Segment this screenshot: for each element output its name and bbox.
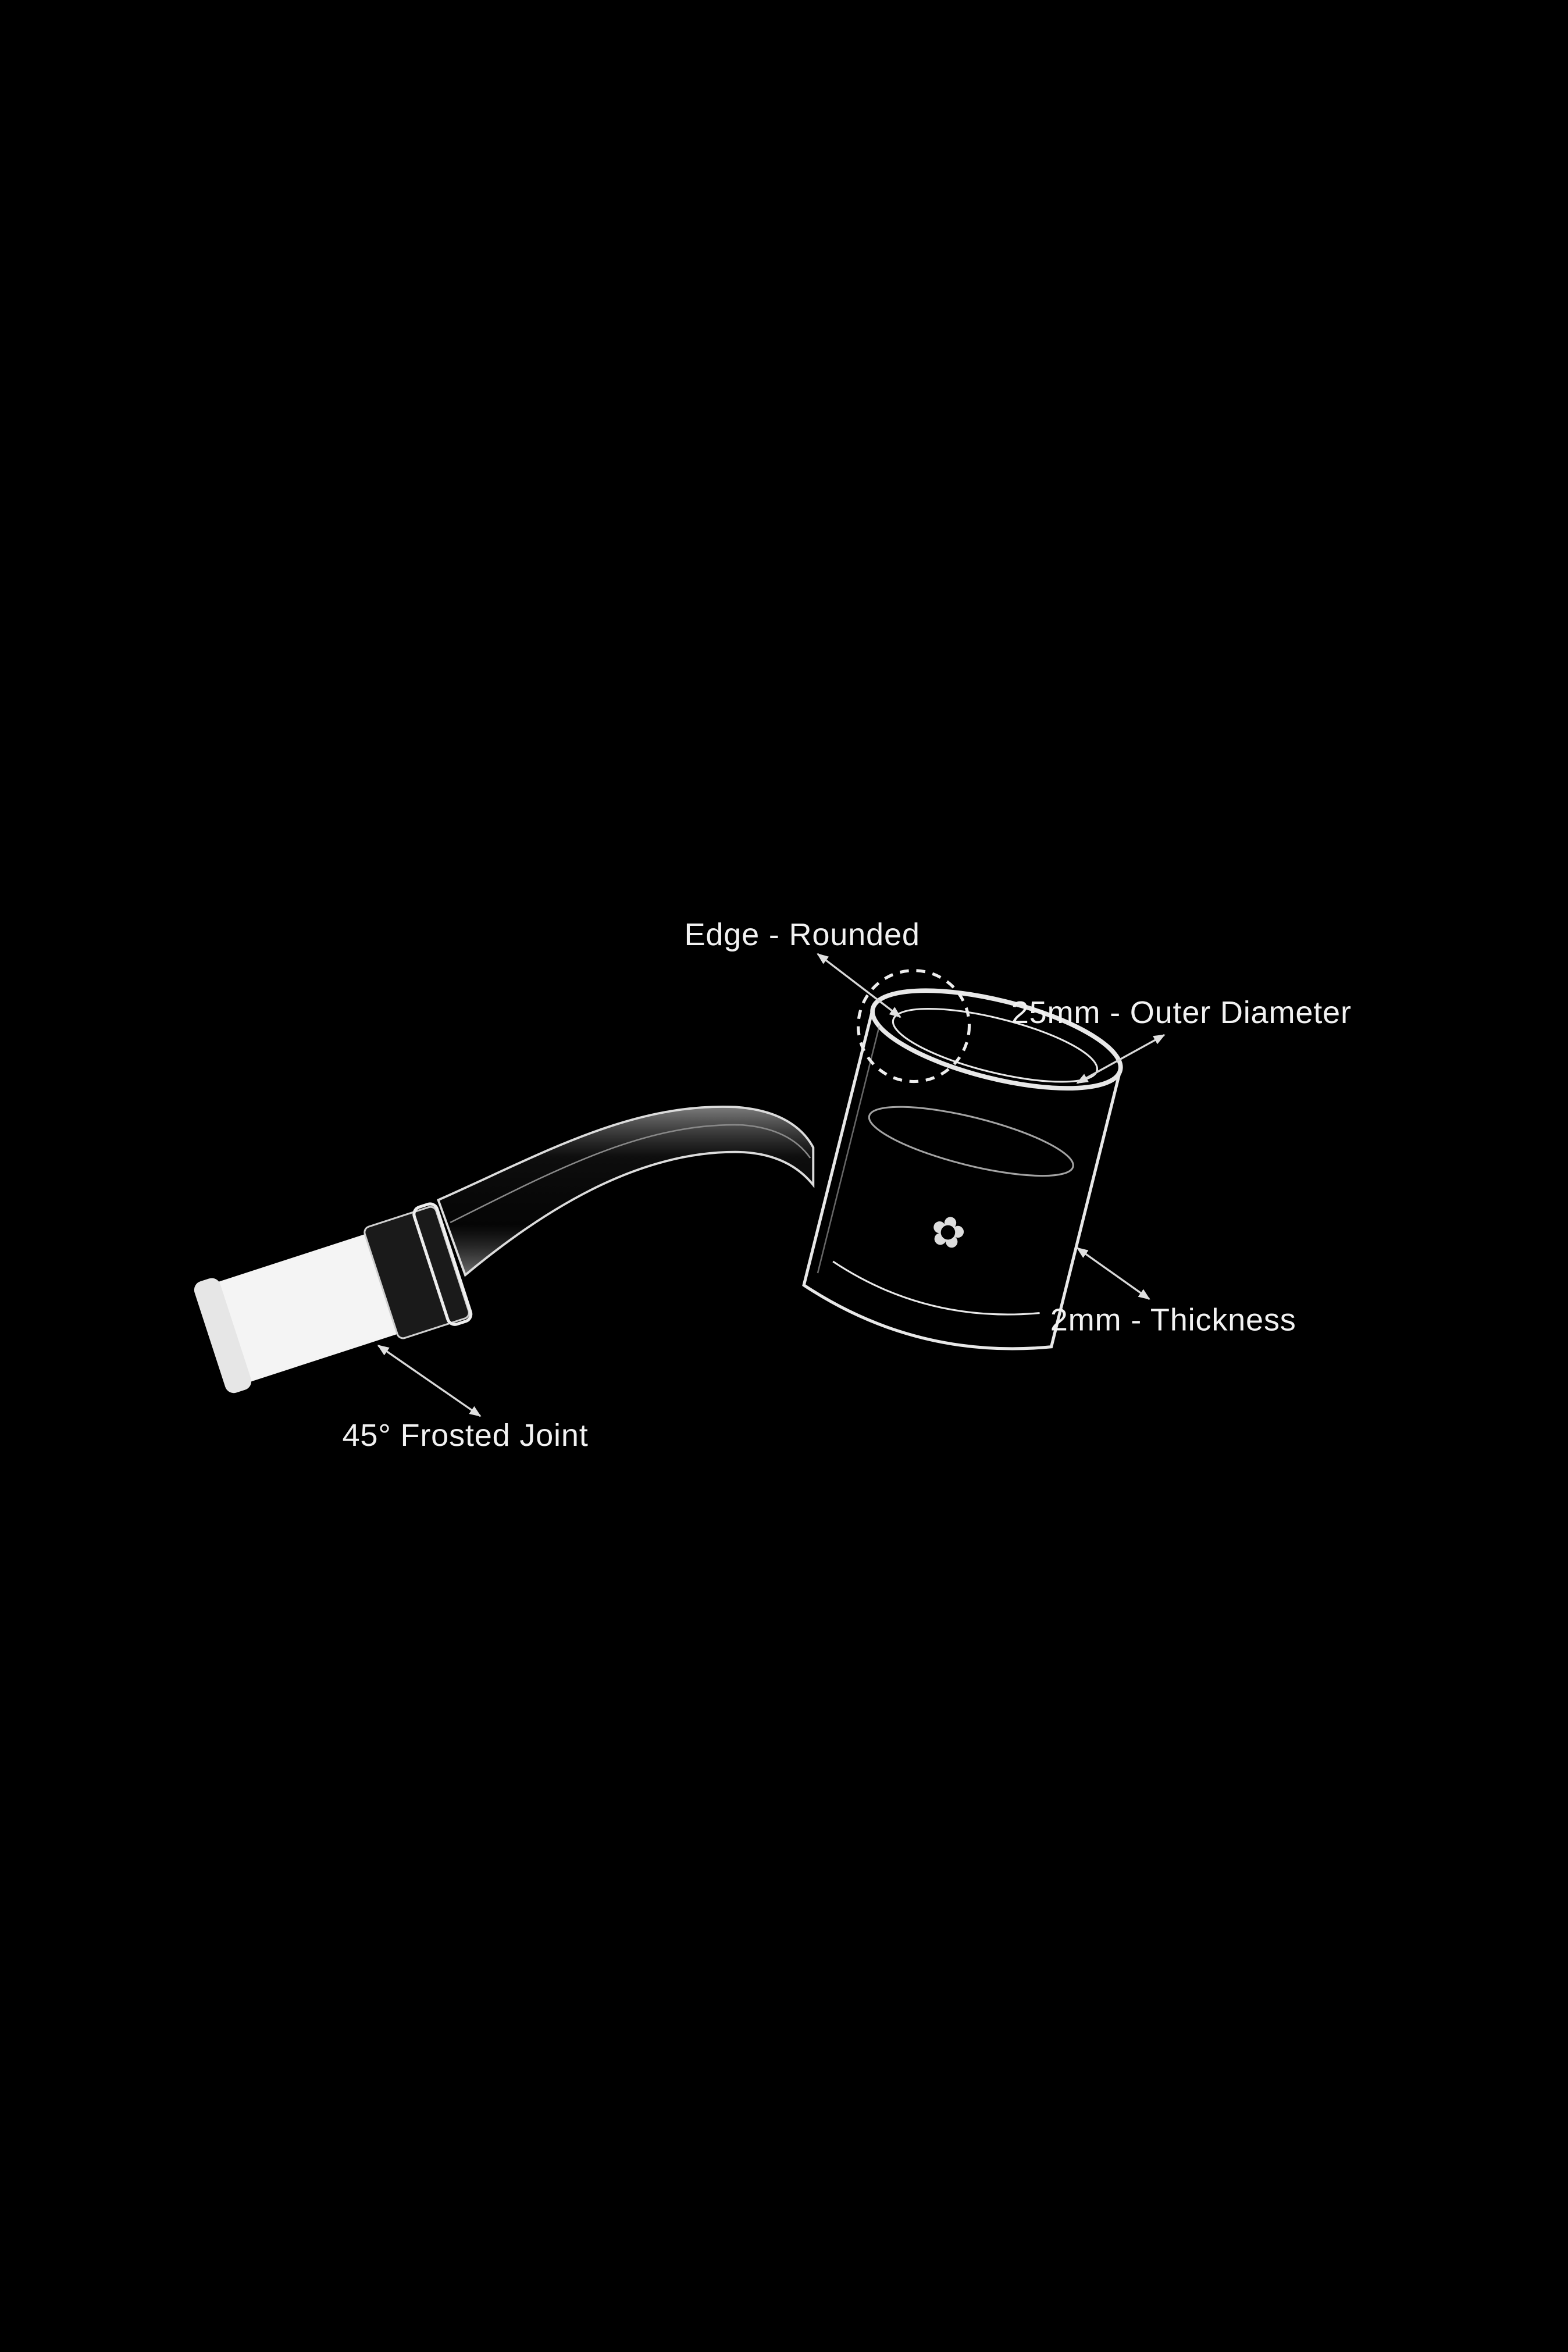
arrow-diameter — [1076, 1034, 1166, 1084]
arrow-joint — [377, 1345, 482, 1417]
frosted-joint — [210, 1230, 416, 1383]
joint-ring — [412, 1202, 473, 1326]
label-thickness: 2mm - Thickness — [1050, 1303, 1296, 1338]
arrow-thickness — [1076, 1247, 1150, 1300]
bucket-wall-highlight — [817, 1025, 881, 1274]
label-edge-rounded: Edge - Rounded — [684, 917, 920, 952]
joint-lip — [194, 1278, 252, 1394]
label-frosted-joint: 45° Frosted Joint — [342, 1418, 588, 1453]
edge-highlight-circle — [857, 969, 971, 1084]
banger-image: ✿ — [194, 969, 1123, 1394]
neck-highlight — [450, 1124, 811, 1224]
label-outer-diameter: 25mm - Outer Diameter — [1011, 995, 1352, 1030]
arrow-edge — [817, 953, 901, 1018]
bucket-inner-ring — [868, 1106, 1074, 1177]
joint-group — [194, 1202, 473, 1394]
bucket-bottom — [832, 1260, 1040, 1316]
neck-tube — [437, 1105, 815, 1277]
bucket — [802, 1008, 1122, 1350]
